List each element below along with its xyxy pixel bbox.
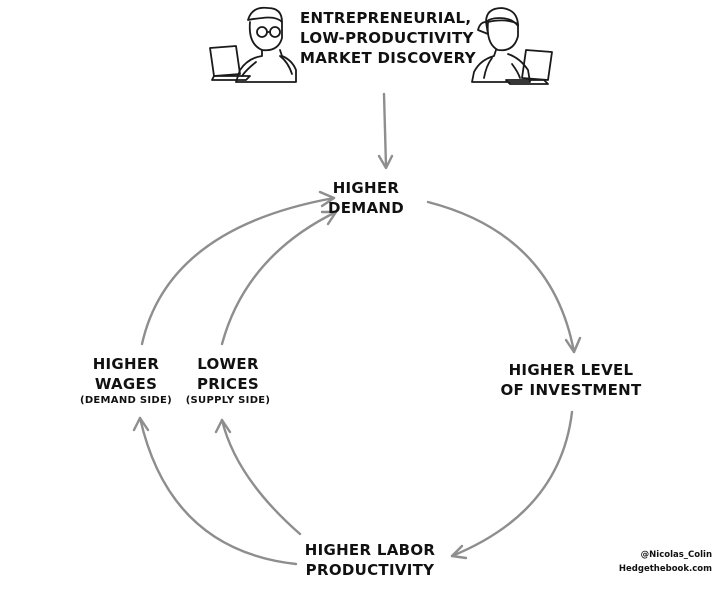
credit-handle: @Nicolas_Colin xyxy=(619,548,712,562)
person-with-laptop-glasses-icon xyxy=(210,8,296,82)
author-credit: @Nicolas_Colin Hedgethebook.com xyxy=(619,548,712,576)
node-lower-prices: Lower Prices (Supply side) xyxy=(180,354,276,408)
demand-line-1: Higher xyxy=(318,178,414,198)
node-higher-demand: Higher Demand xyxy=(318,178,414,218)
credit-site: Hedgethebook.com xyxy=(619,562,712,576)
node-higher-wages: Higher Wages (Demand side) xyxy=(78,354,174,408)
person-with-laptop-icon xyxy=(472,8,552,84)
arrow-discovery-to-demand xyxy=(379,94,392,168)
wages-line-3: (Demand side) xyxy=(78,394,174,408)
arrow-prices-to-demand xyxy=(222,212,336,344)
investment-line-2: of Investment xyxy=(492,380,650,400)
arrow-wages-to-demand xyxy=(142,192,334,344)
title-line-3: Market Discovery xyxy=(300,48,470,68)
arrow-productivity-to-wages xyxy=(134,418,296,564)
demand-line-2: Demand xyxy=(318,198,414,218)
investment-line-1: Higher Level xyxy=(492,360,650,380)
node-higher-labor-productivity: Higher Labor Productivity xyxy=(294,540,446,580)
arrow-productivity-to-prices xyxy=(216,420,300,534)
title-line-2: Low-Productivity xyxy=(300,28,470,48)
arrow-investment-to-productivity xyxy=(452,412,572,558)
productivity-line-1: Higher Labor xyxy=(294,540,446,560)
wages-line-1: Higher xyxy=(78,354,174,374)
title-line-1: Entrepreneurial, xyxy=(300,8,470,28)
prices-line-2: Prices xyxy=(180,374,276,394)
node-higher-investment: Higher Level of Investment xyxy=(492,360,650,400)
arrow-demand-to-investment xyxy=(428,202,580,352)
productivity-line-2: Productivity xyxy=(294,560,446,580)
prices-line-1: Lower xyxy=(180,354,276,374)
market-discovery-label: Entrepreneurial, Low-Productivity Market… xyxy=(300,8,470,68)
wages-line-2: Wages xyxy=(78,374,174,394)
prices-line-3: (Supply side) xyxy=(180,394,276,408)
